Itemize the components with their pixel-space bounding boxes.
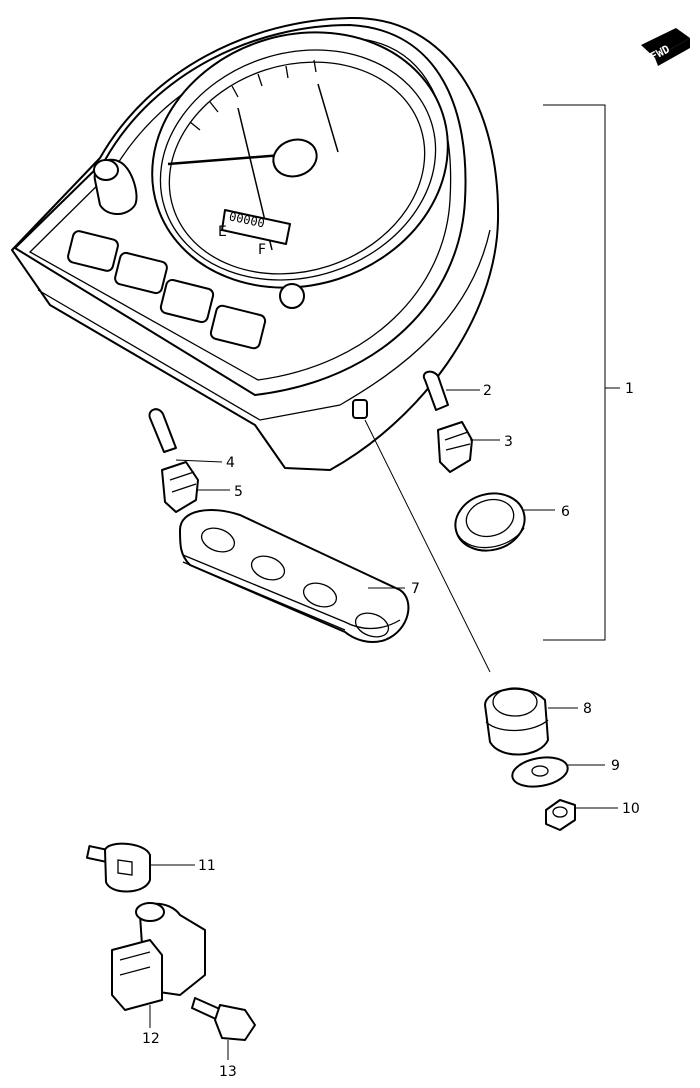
indicator-window	[114, 251, 168, 295]
bolt	[191, 997, 256, 1060]
callout-3: 3	[504, 434, 513, 450]
sensor	[111, 902, 206, 1028]
fuel-full-label: F	[258, 242, 266, 258]
callout-11: 11	[198, 858, 216, 874]
callout-12: 12	[142, 1031, 160, 1047]
callout-labels: 1 2 3 4 5 6 7 8 9 10 11 12 13	[142, 381, 640, 1080]
odometer-display: 00000	[221, 209, 291, 245]
callout-4: 4	[226, 455, 235, 471]
meter-cushion	[179, 509, 410, 643]
indicator-window	[209, 304, 267, 350]
callout-10: 10	[622, 801, 640, 817]
fuel-empty-label: E	[218, 224, 227, 240]
grommet	[454, 492, 555, 552]
cushion	[484, 687, 578, 756]
callout-5: 5	[234, 484, 243, 500]
callout-13: 13	[219, 1064, 237, 1080]
indicator-window	[67, 230, 119, 272]
meter-housing: 00000 E F	[11, 16, 500, 471]
callout-2: 2	[483, 383, 492, 399]
washer	[511, 756, 605, 788]
indicator-window	[159, 278, 215, 324]
bulb	[422, 370, 480, 411]
bulb-socket	[161, 461, 230, 513]
callout-1: 1	[625, 381, 634, 397]
bulb-socket	[437, 421, 500, 473]
assembly-bracket	[543, 104, 606, 641]
fwd-arrow-badge: FWD	[641, 28, 690, 66]
callout-6: 6	[561, 504, 570, 520]
screw	[85, 842, 195, 893]
callout-8: 8	[583, 701, 592, 717]
callout-7: 7	[411, 581, 420, 597]
nut	[545, 799, 618, 831]
callout-9: 9	[611, 758, 620, 774]
bulb	[148, 408, 223, 463]
trip-reset-knob	[93, 158, 138, 215]
